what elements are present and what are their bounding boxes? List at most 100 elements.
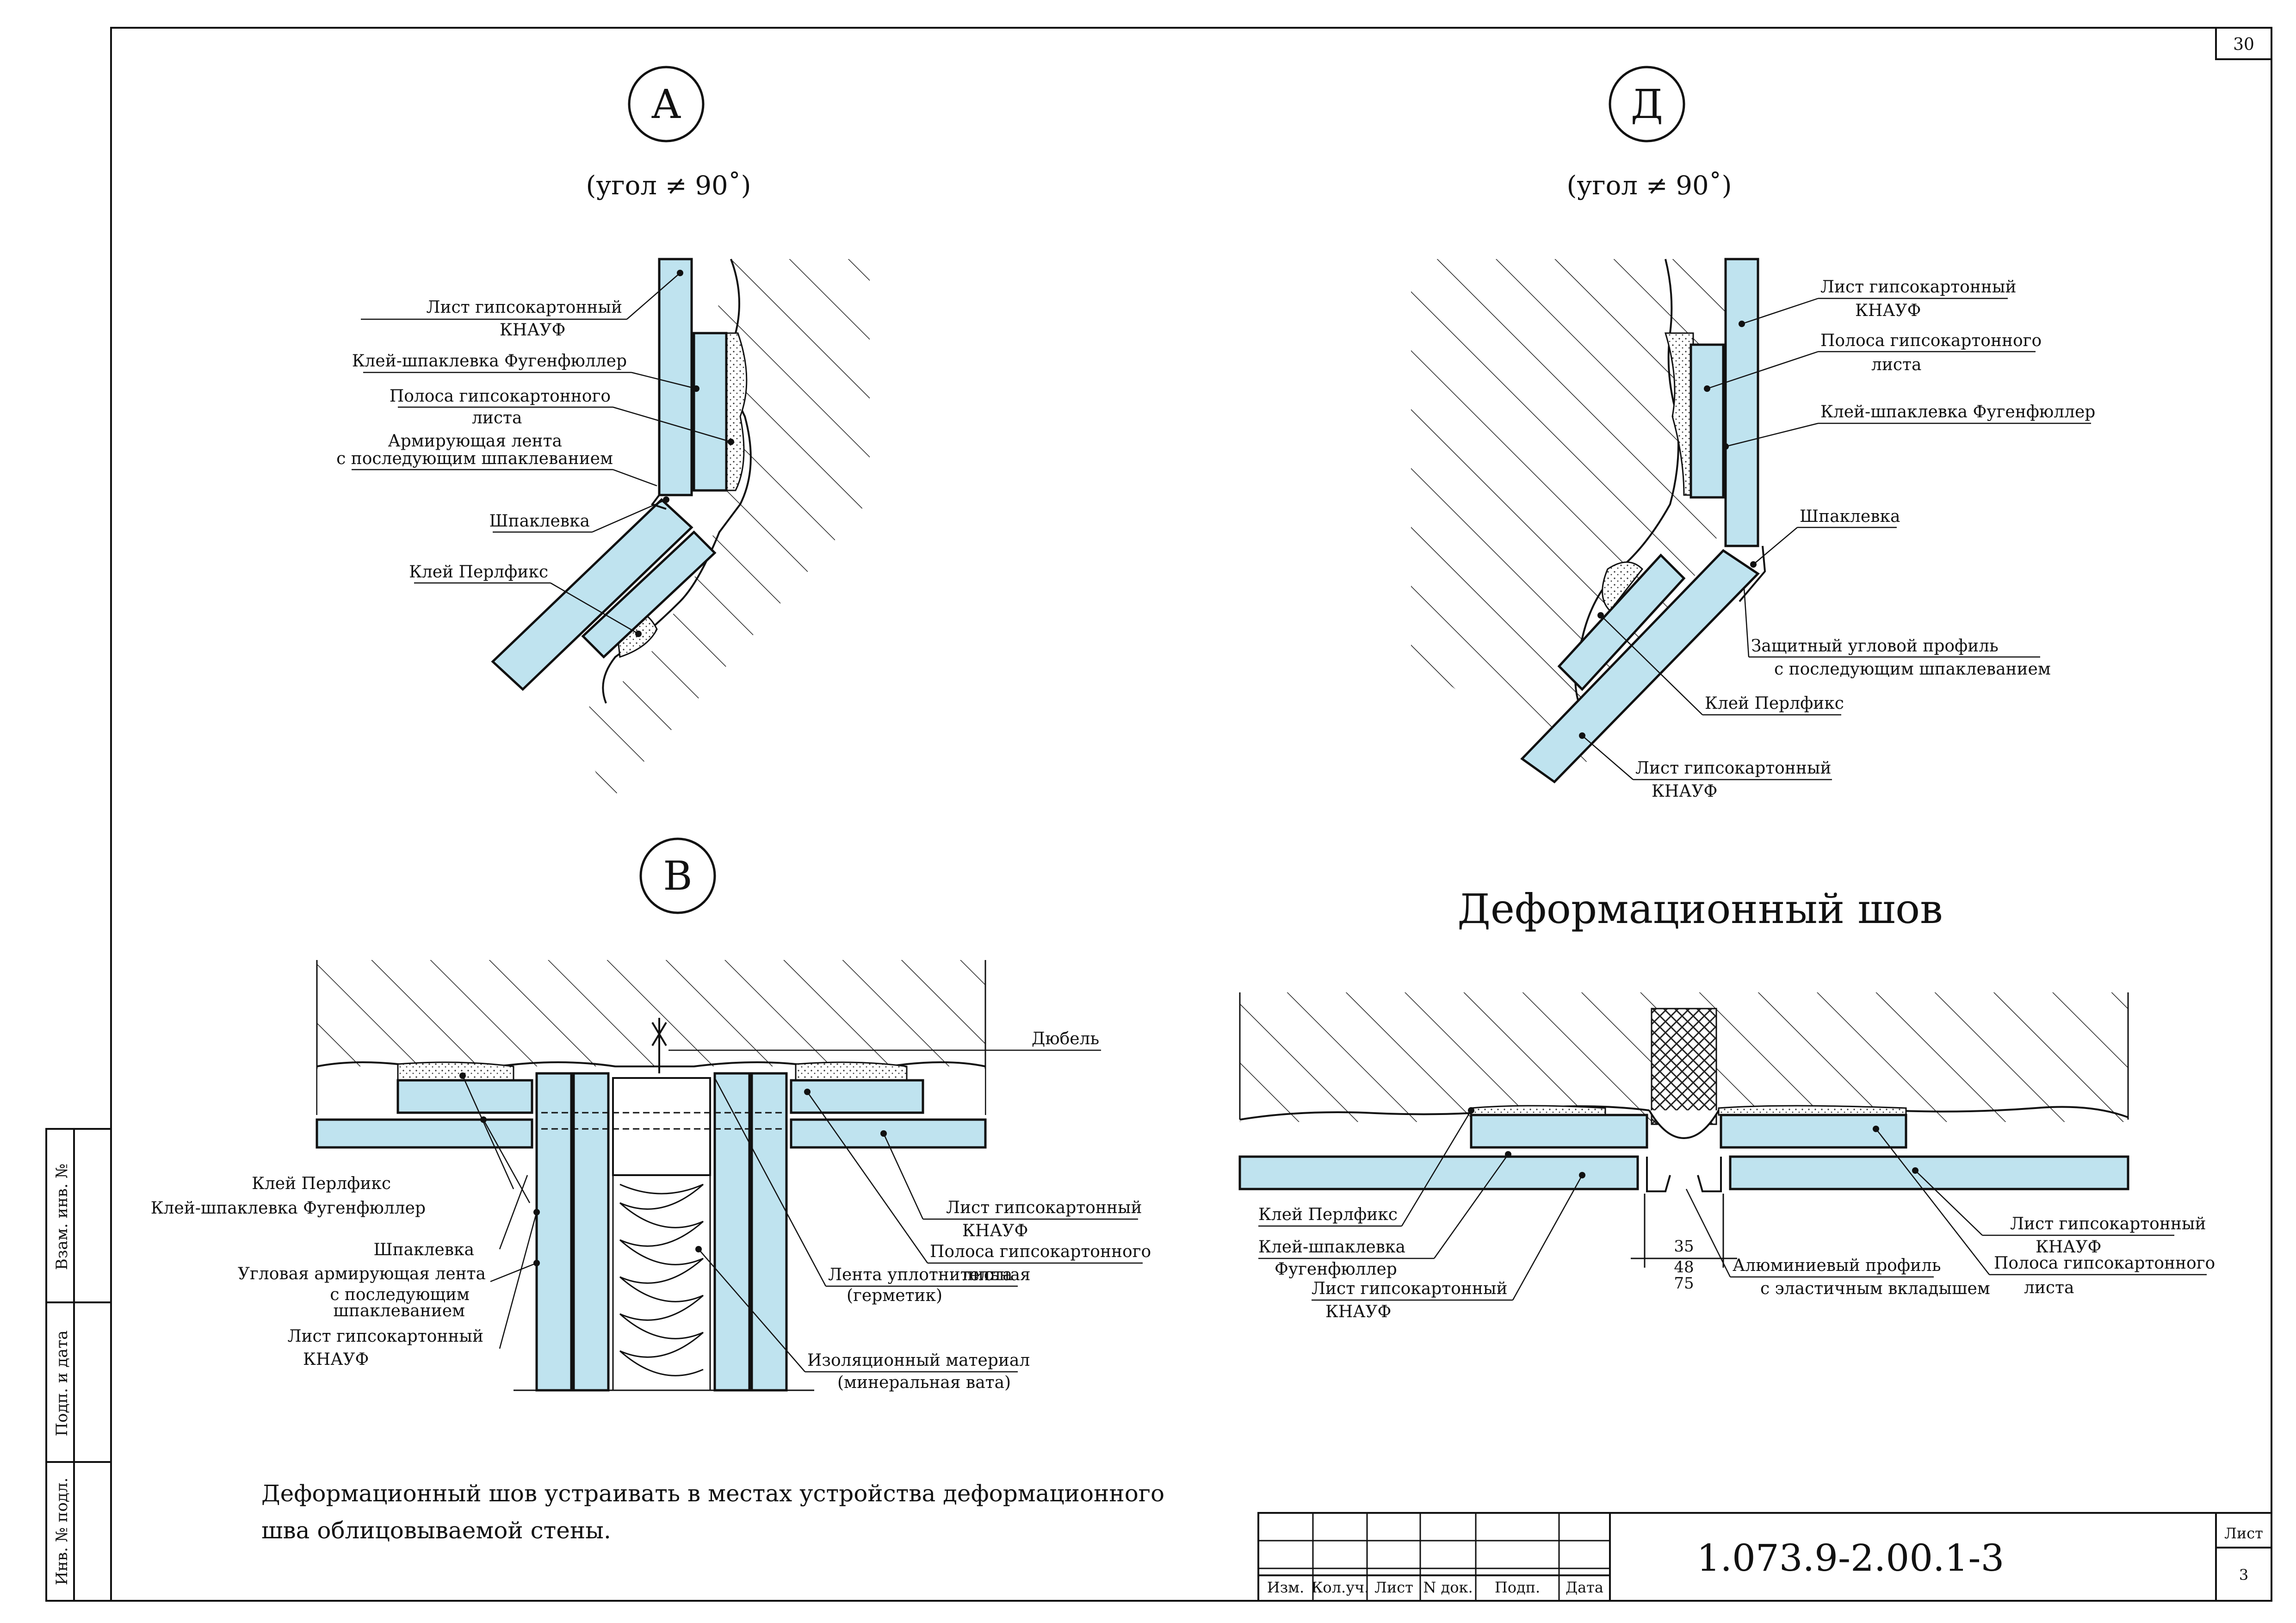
dimension-lines (1631, 1194, 1737, 1268)
detail-a-mark: А (651, 81, 681, 128)
note-line-1: Деформационный шов устраивать в местах у… (261, 1480, 1164, 1507)
label-d-sheet-1: Лист гипсокартонный (1820, 278, 2016, 297)
strip-right (790, 1079, 924, 1114)
label-d-profile-2: с последующим шпаклеванием (1774, 660, 2051, 679)
stamp-field-replace: Взам. инв. № (53, 1164, 71, 1270)
label-e-sheet-1: Лист гипсокартонный (1312, 1279, 1507, 1298)
column-board-2 (572, 1072, 610, 1392)
plasterboard-angled (1520, 549, 1760, 784)
label-d-sheet2-2: КНАУФ (1652, 782, 1717, 801)
tb-col-list: Лист (1374, 1579, 1413, 1596)
strip-left (396, 1079, 533, 1114)
stamp-field-sign-date: Подп. и дата (53, 1330, 71, 1436)
label-a-tape-1: Армирующая лента (388, 432, 562, 451)
stamp-field-inventory: Инв. № подл. (53, 1478, 71, 1586)
label-b-insul-2: (минеральная вата) (837, 1373, 1011, 1392)
leaders (352, 270, 734, 637)
label-b-putty: Шпаклевка (374, 1240, 474, 1259)
corner-profile (1739, 545, 1766, 602)
tb-col-podp: Подп. (1495, 1579, 1540, 1596)
title-block: Изм. Кол.уч. Лист N док. Подп. Дата 1.07… (1257, 1512, 2272, 1602)
plasterboard-left (1238, 1155, 1639, 1190)
dim-48: 48 (1674, 1258, 1694, 1276)
side-stamp: Взам. инв. № Подп. и дата Инв. № подл. (45, 1128, 112, 1602)
label-e-glue-2: Фугенфюллер (1275, 1260, 1397, 1279)
label-e-strip-2: листа (2024, 1278, 2074, 1297)
strip-left (1470, 1114, 1648, 1149)
tb-col-izm: Изм. (1267, 1579, 1304, 1596)
column-board-4 (750, 1072, 788, 1392)
label-b-sheet-2: КНАУФ (303, 1350, 369, 1369)
wall-hatch (569, 259, 870, 800)
glue-lump (725, 332, 748, 491)
detail-b-mark: В (663, 853, 692, 899)
glue-layer (1718, 1105, 1907, 1116)
label-e-perlfix: Клей Перлфикс (1258, 1205, 1398, 1224)
detail-b-marker (639, 837, 716, 914)
note-line-2: шва облицовываемой стены. (261, 1517, 611, 1544)
label-b-corner-tape-2: с последующим (330, 1285, 470, 1304)
label-b-seal-1: Лента уплотнительная (828, 1265, 1031, 1284)
document-code: 1.073.9-2.00.1-3 (1697, 1536, 2005, 1580)
leaders (1579, 297, 2091, 781)
label-b-dowel: Дюбель (1032, 1029, 1099, 1048)
mineral-wool (619, 1183, 704, 1376)
label-b-strip-1: Полоса гипсокартонного (930, 1242, 1151, 1261)
detail-d-marker (1609, 66, 1685, 142)
sheet-number-box (2215, 27, 2272, 60)
label-d-perlfix: Клей Перлфикс (1705, 694, 1844, 713)
label-d-glue: Клей-шпаклевка Фугенфюллер (1820, 403, 2095, 421)
joint-filler (1651, 1008, 1717, 1125)
leaders (459, 1049, 1143, 1373)
tb-col-kol: Кол.уч. (1312, 1579, 1369, 1596)
label-b-corner-tape-1: Угловая армирующая лента (238, 1264, 486, 1283)
label-a-sheet-1: Лист гипсокартонный (427, 298, 622, 317)
plasterboard-vertical (658, 258, 693, 496)
leaders (1258, 1107, 2207, 1301)
sheet-frame: 30 (110, 27, 2272, 1602)
strip-vertical (1690, 343, 1725, 499)
sheet-number: 30 (2233, 35, 2254, 54)
expansion-joint-title: Деформационный шов (1457, 885, 1943, 933)
corner-tape (650, 494, 667, 510)
plasterboard-angled (491, 498, 693, 691)
detail-a-marker (628, 66, 705, 142)
label-a-perlfix: Клей Перлфикс (409, 563, 548, 582)
label-a-glue: Клей-шпаклевка Фугенфюллер (352, 352, 627, 371)
detail-d-mark: Д (1631, 81, 1663, 128)
label-a-strip-2: листа (472, 409, 522, 427)
detail-a: А (угол ≠ 90˚) Лист гипс (336, 66, 870, 800)
glue-layer (795, 1061, 908, 1081)
detail-d-angle: (угол ≠ 90˚) (1566, 171, 1732, 201)
label-d-sheet2-1: Лист гипсокартонный (1635, 759, 1831, 778)
label-d-strip-1: Полоса гипсокартонного (1820, 331, 2042, 350)
label-a-tape-2: с последующим шпаклеванием (336, 449, 613, 468)
label-d-profile-1: Защитный угловой профиль (1751, 637, 1999, 656)
strip-angled (1557, 553, 1686, 691)
label-e-sheet-r-1: Лист гипсокартонный (2010, 1214, 2206, 1233)
label-e-glue-1: Клей-шпаклевка (1258, 1238, 1405, 1257)
dowel (651, 1018, 667, 1073)
aluminium-profile (1646, 1157, 1722, 1192)
detail-d: Д (угол ≠ 90˚) Лист гипсокартонный (1411, 66, 2095, 801)
label-b-perlfix: Клей Перлфикс (252, 1174, 391, 1193)
dim-35: 35 (1674, 1237, 1694, 1256)
tb-sheet-value: 3 (2239, 1566, 2248, 1584)
plasterboard-vertical (1724, 258, 1759, 547)
label-a-strip-1: Полоса гипсокартонного (390, 387, 611, 406)
detail-a-angle: (угол ≠ 90˚) (586, 171, 751, 201)
column-board-3 (713, 1072, 751, 1392)
strip-vertical (693, 332, 728, 492)
label-a-putty: Шпаклевка (489, 512, 590, 531)
label-b-corner-tape-3: шпаклеванием (333, 1301, 465, 1320)
strip-angled (581, 530, 717, 659)
label-b-seal-2: (герметик) (847, 1286, 942, 1305)
label-a-sheet-2: КНАУФ (500, 321, 565, 340)
label-b-glue: Клей-шпаклевка Фугенфюллер (151, 1199, 426, 1218)
label-e-strip-1: Полоса гипсокартонного (1994, 1254, 2215, 1273)
glue-layer (397, 1061, 514, 1081)
label-b-insul-1: Изоляционный материал (807, 1351, 1030, 1370)
label-b-sheet-r-2: КНАУФ (962, 1221, 1028, 1240)
label-b-strip-2: листа (962, 1265, 1012, 1284)
